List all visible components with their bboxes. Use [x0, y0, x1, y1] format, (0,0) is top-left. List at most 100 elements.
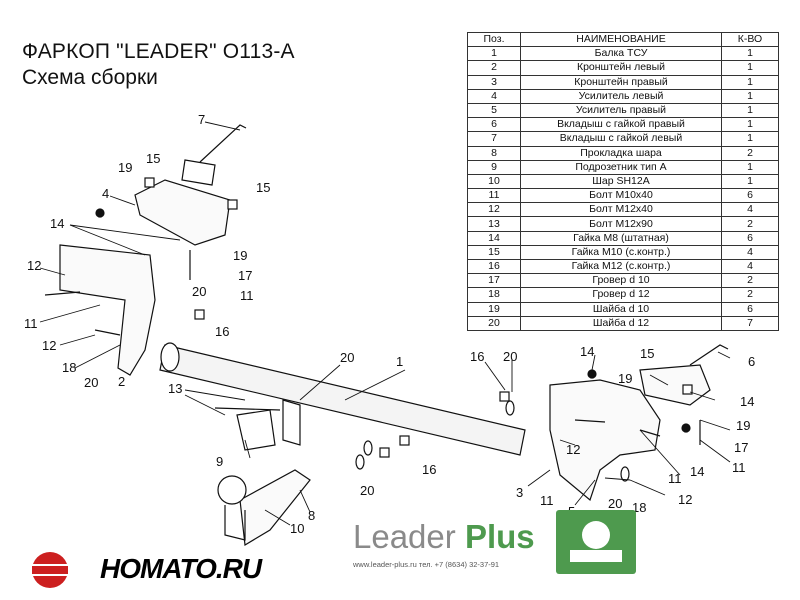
cell-name: Шайба d 10 [520, 301, 722, 317]
socket-holder [236, 409, 276, 451]
cell-qty: 1 [721, 60, 779, 76]
callout-2: 2 [118, 374, 125, 389]
cell-name: Болт М12х40 [520, 202, 722, 218]
callout-13: 13 [168, 381, 182, 396]
right-reinforcement [639, 364, 711, 406]
brand-name-light: Leader [353, 518, 456, 555]
cell-pos: 5 [467, 102, 521, 119]
homato-watermark[interactable]: HOMATO.RU [100, 553, 262, 584]
cell-pos: 18 [467, 287, 521, 303]
cell-name: Прокладка шара [520, 145, 722, 161]
callout-19d: 19 [736, 418, 750, 433]
cell-name: Усилитель правый [520, 102, 722, 119]
cell-qty: 1 [721, 74, 779, 90]
callout-12c: 12 [566, 442, 580, 457]
callout-12d: 12 [678, 492, 692, 507]
cell-name: Балка ТСУ [520, 46, 722, 62]
tow-ball [217, 475, 247, 505]
cell-qty: 1 [721, 131, 779, 147]
callout-19b: 19 [233, 248, 247, 263]
cell-name: Гровер d 12 [520, 287, 722, 303]
callout-11c: 11 [732, 460, 746, 475]
cell-qty: 2 [721, 287, 779, 303]
cell-qty: 7 [721, 315, 779, 331]
callout-18b: 18 [632, 500, 646, 515]
cell-qty: 1 [721, 117, 779, 133]
cell-pos: 2 [467, 60, 521, 76]
callout-10: 10 [290, 521, 304, 536]
callout-11e: 11 [540, 493, 554, 508]
left-bracket [59, 244, 156, 376]
cell-qty: 2 [721, 216, 779, 232]
cell-qty: 6 [721, 188, 779, 204]
nuts [95, 177, 693, 482]
cell-qty: 1 [721, 173, 779, 190]
cell-pos: 3 [467, 74, 521, 90]
callout-12b: 12 [42, 338, 56, 353]
cell-name: Гайка М8 (штатная) [520, 230, 722, 246]
cell-name: Вкладыш с гайкой левый [520, 131, 722, 147]
leader-plus-logo-icon [556, 510, 636, 574]
homato-logo-icon [28, 552, 72, 588]
cell-qty: 1 [721, 88, 779, 104]
callout-17b: 17 [734, 440, 748, 455]
cell-qty: 1 [721, 46, 779, 62]
cell-pos: 16 [467, 258, 521, 275]
cell-name: Шайба d 12 [520, 315, 722, 331]
cell-pos: 17 [467, 273, 521, 289]
leader-lines [39, 121, 731, 526]
beam-end [160, 342, 180, 372]
callout-4: 4 [102, 186, 109, 201]
cell-pos: 9 [467, 159, 521, 175]
cell-qty: 1 [721, 102, 779, 119]
callout-20: 20 [192, 284, 206, 299]
cell-name: Усилитель левый [520, 88, 722, 104]
cell-name: Кронштейн левый [520, 60, 722, 76]
callout-12: 12 [27, 258, 41, 273]
cell-qty: 1 [721, 159, 779, 175]
cell-name: Болт М10х40 [520, 188, 722, 204]
callout-1: 1 [396, 354, 403, 369]
cell-qty: 6 [721, 230, 779, 246]
page-subtitle: Схема сборки [22, 66, 158, 89]
callout-20e: 20 [503, 349, 517, 364]
callout-15: 15 [146, 151, 160, 166]
cell-name: Гровер d 10 [520, 273, 722, 289]
callout-16c: 16 [470, 349, 484, 364]
cell-pos: 14 [467, 230, 521, 246]
brand-name[interactable]: Leader Plus [353, 518, 535, 556]
left-reinforcement [134, 179, 231, 246]
callout-16: 16 [215, 324, 229, 339]
callout-11: 11 [240, 288, 254, 303]
cell-name: Гайка М12 (с.контр.) [520, 258, 722, 275]
callout-11d: 11 [668, 471, 682, 486]
cell-pos: 6 [467, 117, 521, 133]
cell-qty: 4 [721, 202, 779, 218]
cell-pos: 15 [467, 244, 521, 261]
cell-name: Вкладыш с гайкой правый [520, 117, 722, 133]
callout-16b: 16 [422, 462, 436, 477]
cell-name: Кронштейн правый [520, 74, 722, 90]
callout-11b: 11 [24, 316, 38, 331]
ball-mount [239, 469, 311, 546]
cell-name: Шар SH12A [520, 173, 722, 190]
col-quantity: К-ВО [721, 31, 779, 48]
cell-name: Гайка М10 (с.контр.) [520, 244, 722, 261]
cell-qty: 6 [721, 301, 779, 317]
callout-9: 9 [216, 454, 223, 469]
callout-20b: 20 [84, 375, 98, 390]
page-title: ФАРКОП "LEADER" O113-A [22, 40, 295, 63]
